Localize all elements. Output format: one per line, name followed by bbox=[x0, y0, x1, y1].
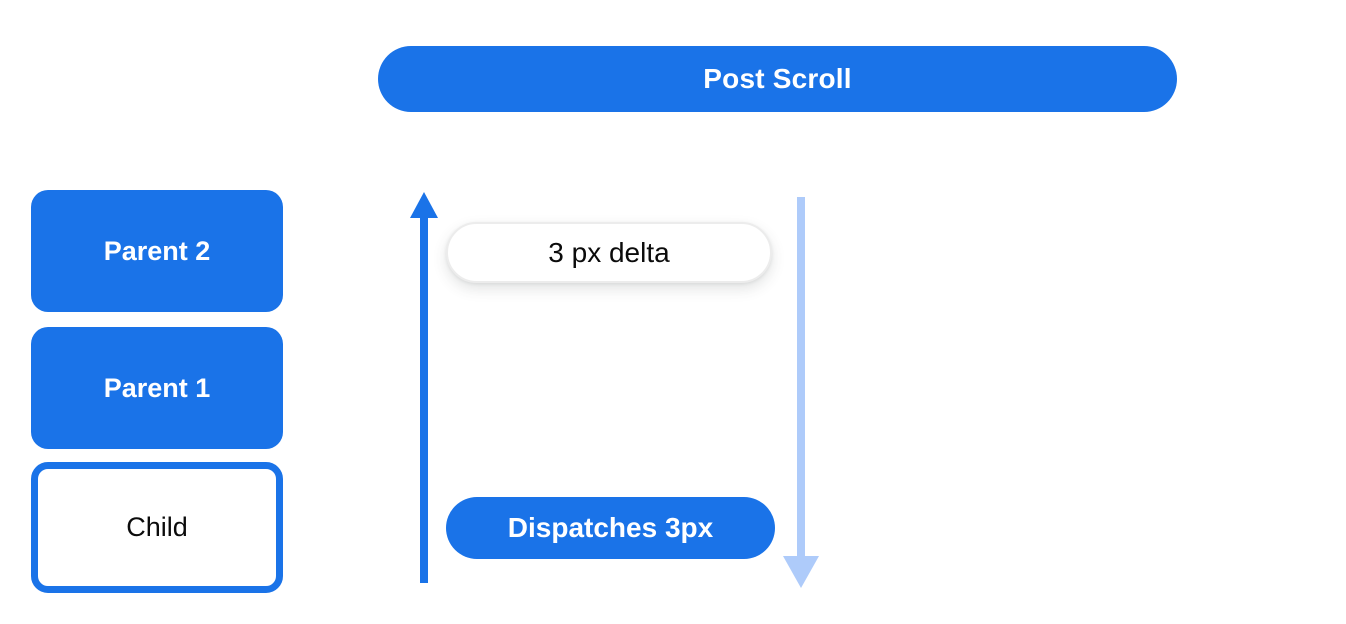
post-scroll-banner-label: Post Scroll bbox=[703, 63, 852, 94]
node-parent-1: Parent 1 bbox=[31, 327, 283, 449]
up-arrow-shaft bbox=[420, 213, 428, 583]
dispatch-pill-label: Dispatches 3px bbox=[507, 512, 714, 543]
node-parent-2: Parent 2 bbox=[31, 190, 283, 312]
dispatch-pill: Dispatches 3px bbox=[446, 497, 775, 559]
post-scroll-banner: Post Scroll bbox=[378, 46, 1177, 112]
node-child: Child bbox=[31, 462, 283, 593]
node-parent-1-label: Parent 1 bbox=[103, 372, 211, 403]
delta-pill: 3 px delta bbox=[446, 222, 772, 283]
down-arrow-icon bbox=[783, 556, 819, 588]
delta-pill-label: 3 px delta bbox=[548, 236, 670, 268]
node-parent-2-label: Parent 2 bbox=[103, 235, 211, 266]
down-arrow-shaft bbox=[797, 197, 805, 557]
node-child-label: Child bbox=[126, 512, 188, 542]
